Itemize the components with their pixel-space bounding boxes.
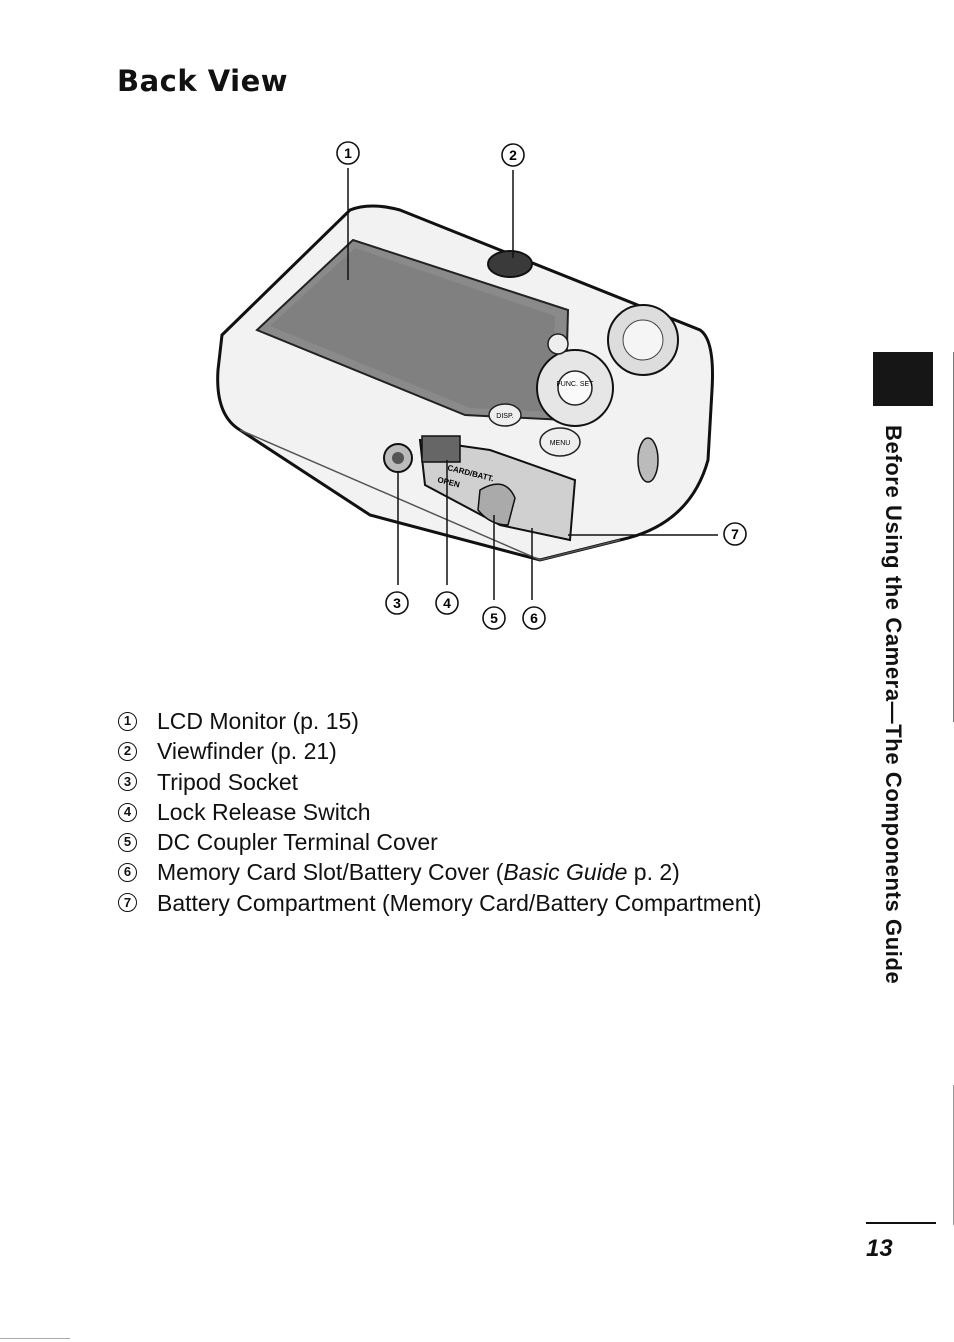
item-text: Memory Card Slot/Battery Cover (Basic Gu… — [157, 857, 680, 887]
camera-back-view-illustration: FUNC. SET DISP. MENU CARD/BATT. OPEN 1 — [200, 130, 760, 640]
svg-text:7: 7 — [731, 526, 739, 542]
svg-text:5: 5 — [490, 610, 498, 626]
viewfinder — [488, 251, 532, 277]
svg-text:DISP.: DISP. — [496, 413, 513, 420]
item-text: Tripod Socket — [157, 767, 298, 797]
item-text: LCD Monitor (p. 15) — [157, 706, 359, 736]
list-item: 6 Memory Card Slot/Battery Cover (Basic … — [118, 857, 762, 887]
item-number: 4 — [118, 803, 137, 822]
list-item: 5 DC Coupler Terminal Cover — [118, 827, 762, 857]
svg-text:MENU: MENU — [550, 440, 571, 447]
section-tab-marker — [873, 352, 933, 406]
item-number: 7 — [118, 893, 137, 912]
svg-text:4: 4 — [443, 595, 451, 611]
list-item: 3 Tripod Socket — [118, 767, 762, 797]
list-item: 2 Viewfinder (p. 21) — [118, 736, 762, 766]
item-number: 5 — [118, 833, 137, 852]
item-text: Lock Release Switch — [157, 797, 371, 827]
callout-2: 2 — [502, 144, 524, 166]
corner-rule — [0, 1338, 70, 1339]
item-number: 1 — [118, 712, 137, 731]
svg-text:2: 2 — [509, 147, 517, 163]
item-text: Viewfinder (p. 21) — [157, 736, 337, 766]
svg-text:6: 6 — [530, 610, 538, 626]
callout-1: 1 — [337, 142, 359, 164]
guide-reference: Basic Guide — [503, 859, 627, 885]
list-item: 4 Lock Release Switch — [118, 797, 762, 827]
page-number: 13 — [866, 1235, 893, 1263]
page-number-rule — [866, 1222, 936, 1224]
item-number: 3 — [118, 772, 137, 791]
item-number: 6 — [118, 863, 137, 882]
page-title: Back View — [117, 64, 288, 98]
lock-release-switch — [422, 436, 460, 462]
list-item: 1 LCD Monitor (p. 15) — [118, 706, 762, 736]
list-item: 7 Battery Compartment (Memory Card/Batte… — [118, 888, 762, 918]
svg-text:1: 1 — [344, 145, 352, 161]
item-number: 2 — [118, 742, 137, 761]
chapter-side-label: Before Using the Camera—The Components G… — [846, 425, 906, 1015]
callout-4: 4 — [436, 592, 458, 614]
callout-6: 6 — [523, 607, 545, 629]
svg-text:3: 3 — [393, 595, 401, 611]
item-text: DC Coupler Terminal Cover — [157, 827, 438, 857]
svg-text:FUNC. SET: FUNC. SET — [557, 381, 595, 388]
item-text: Battery Compartment (Memory Card/Battery… — [157, 888, 762, 918]
callout-3: 3 — [386, 592, 408, 614]
component-list: 1 LCD Monitor (p. 15) 2 Viewfinder (p. 2… — [118, 706, 762, 918]
callout-7: 7 — [724, 523, 746, 545]
func-set-button — [558, 371, 592, 405]
callout-5: 5 — [483, 607, 505, 629]
